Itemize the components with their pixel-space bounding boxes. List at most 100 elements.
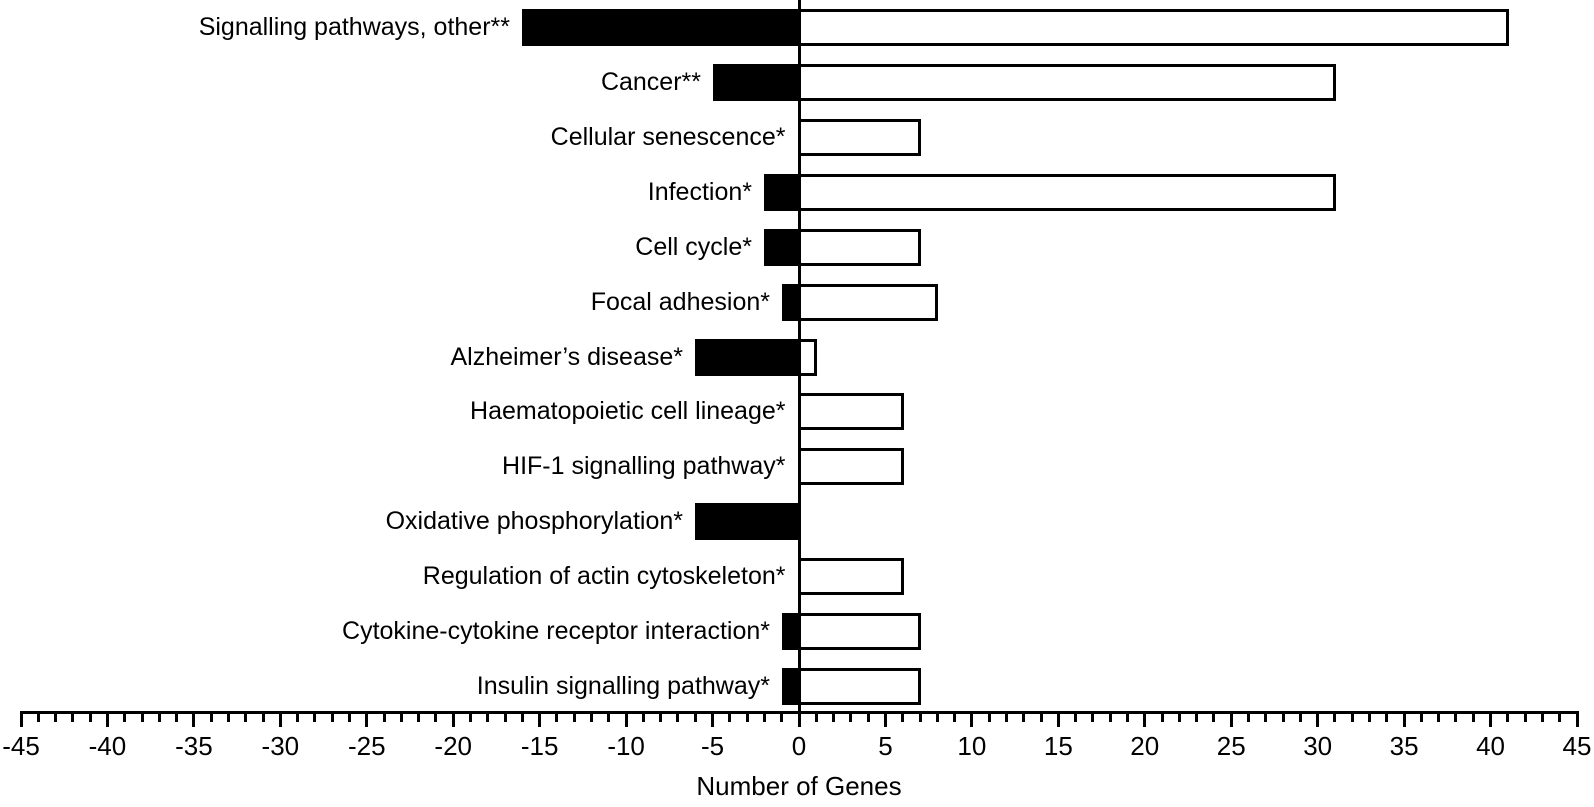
minor-tick [1540,711,1544,722]
major-tick [1056,711,1060,727]
axis-tick-label: 35 [1389,731,1419,761]
major-tick [451,711,455,727]
axis-tick-label: 30 [1303,731,1333,761]
bar-positive [797,613,921,650]
category-label: Cytokine-cytokine receptor interaction* [342,617,770,645]
category-label: Signalling pathways, other** [198,13,510,41]
minor-tick [313,711,317,722]
bar-negative [764,174,799,211]
minor-tick [676,711,680,722]
bar-positive [797,119,921,156]
category-label: Insulin signalling pathway* [476,672,770,700]
axis-tick-label: -35 [175,731,213,761]
axis-tick-label: -5 [700,731,725,761]
minor-tick [1074,711,1078,722]
bar-positive [797,174,1336,211]
minor-tick [54,711,58,722]
minor-tick [209,711,213,722]
major-tick [365,711,369,727]
major-tick [624,711,628,727]
minor-tick [175,711,179,722]
minor-tick [693,711,697,722]
category-label: Regulation of actin cytoskeleton* [422,562,786,590]
minor-tick [88,711,92,722]
bar-positive [797,339,817,376]
category-label: Cellular senescence* [550,123,786,151]
minor-tick [71,711,75,722]
axis-tick-label: 10 [957,731,987,761]
minor-tick [1523,711,1527,722]
category-label: Focal adhesion* [590,288,770,316]
category-label: Infection* [647,178,752,206]
minor-tick [849,711,853,722]
minor-tick [1264,711,1268,722]
minor-tick [1281,711,1285,722]
minor-tick [261,711,265,722]
axis-tick-label: -30 [261,731,300,761]
minor-tick [1385,711,1389,722]
major-tick [1489,711,1493,727]
major-tick [711,711,715,727]
minor-tick [1004,711,1008,722]
major-tick [278,711,282,727]
category-label: HIF-1 signalling pathway* [502,452,786,480]
minor-tick [832,711,836,722]
major-tick [1316,711,1320,727]
minor-tick [1419,711,1423,722]
minor-tick [1368,711,1372,722]
minor-tick [1108,711,1112,722]
minor-tick [745,711,749,722]
minor-tick [590,711,594,722]
minor-tick [1195,711,1199,722]
minor-tick [987,711,991,722]
minor-tick [486,711,490,722]
minor-tick [814,711,818,722]
minor-tick [780,711,784,722]
major-tick [970,711,974,727]
minor-tick [607,711,611,722]
minor-tick [1160,711,1164,722]
axis-tick-label: -25 [347,731,386,761]
minor-tick [1558,711,1562,722]
axis-tick-label: 40 [1476,731,1505,761]
minor-tick [572,711,576,722]
bar-positive [797,558,904,595]
minor-tick [1091,711,1095,722]
minor-tick [1298,711,1302,722]
major-tick [1402,711,1406,727]
bar-positive [797,64,1336,101]
axis-tick-label: 20 [1130,731,1160,761]
minor-tick [330,711,334,722]
axis-tick-label: -40 [88,731,127,761]
minor-tick [1471,711,1475,722]
bar-positive [797,9,1509,46]
minor-tick [1506,711,1510,722]
major-tick [1229,711,1233,727]
bar-negative [695,339,799,376]
bar-negative [764,229,799,266]
minor-tick [244,711,248,722]
bar-positive [797,448,904,485]
minor-tick [434,711,438,722]
axis-tick-label: 15 [1043,731,1073,761]
minor-tick [140,711,144,722]
minor-tick [1125,711,1129,722]
minor-tick [1437,711,1441,722]
major-tick [105,711,109,727]
minor-tick [1212,711,1216,722]
major-tick [1575,711,1579,727]
minor-tick [641,711,645,722]
minor-tick [417,711,421,722]
category-label: Alzheimer’s disease* [450,343,683,371]
bar-positive [797,393,904,430]
axis-tick-label: -20 [434,731,472,761]
major-tick [192,711,196,727]
minor-tick [935,711,939,722]
axis-tick-label: -15 [520,731,559,761]
minor-tick [226,711,230,722]
minor-tick [1022,711,1026,722]
minor-tick [1177,711,1181,722]
minor-tick [1350,711,1354,722]
bar-negative [713,64,799,101]
minor-tick [1247,711,1250,722]
